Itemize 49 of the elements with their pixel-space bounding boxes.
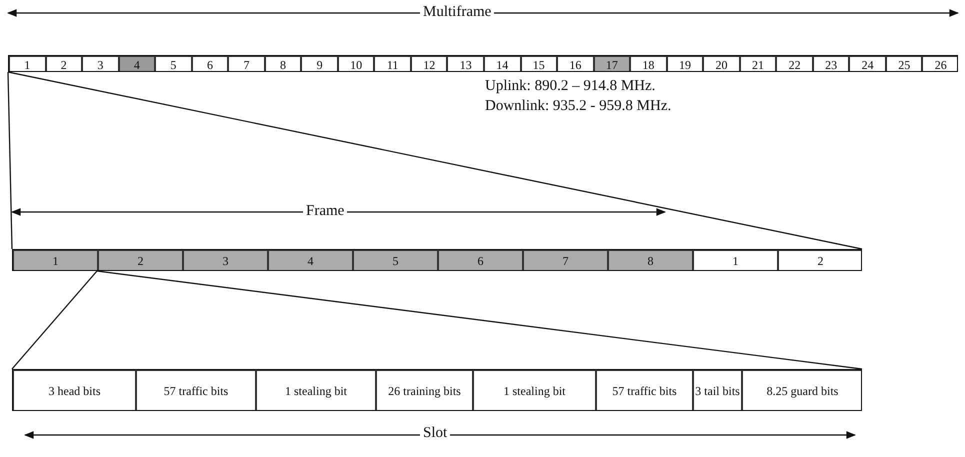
field-cell: 19 — [666, 56, 704, 71]
field-cell: 26 training bits — [376, 370, 473, 410]
field-cell: 1 — [13, 250, 98, 270]
field-cell: 6 — [192, 56, 228, 71]
field-cell: 3 — [183, 250, 268, 270]
field-cell: 12 — [410, 56, 448, 71]
field-cell: 2 — [46, 56, 82, 71]
field-cell: 57 traffic bits — [136, 370, 256, 410]
field-cell: 7 — [228, 56, 265, 71]
field-cell: 17 — [594, 56, 630, 71]
field-cell: 1 stealing bit — [473, 370, 596, 410]
field-cell: 13 — [447, 56, 484, 71]
field-cell: 5 — [353, 250, 438, 270]
field-cell: 8.25 guard bits — [742, 370, 861, 410]
frame-bar — [12, 249, 862, 271]
field-cell: 1 stealing bit — [256, 370, 376, 410]
field-cell: 20 — [703, 56, 740, 71]
field-cell: 4 — [268, 250, 353, 270]
field-cell: 7 — [523, 250, 608, 270]
field-cell: 57 traffic bits — [596, 370, 693, 410]
field-cell: 11 — [374, 56, 411, 71]
frame-bar — [8, 55, 958, 72]
field-cell: 26 — [922, 56, 957, 71]
field-cell: 2 — [98, 250, 183, 270]
field-cell: 6 — [438, 250, 523, 270]
expansion-line — [12, 270, 98, 370]
field-cell: 3 tail bits — [693, 370, 742, 410]
field-cell: 22 — [776, 56, 813, 71]
field-cell: 2 — [778, 250, 861, 270]
field-cell: 1 — [693, 250, 778, 270]
frame-bar — [12, 369, 862, 411]
field-cell: 15 — [520, 56, 558, 71]
expansion-line — [7, 72, 13, 250]
field-cell: 3 head bits — [13, 370, 136, 410]
field-cell: 5 — [155, 56, 192, 71]
field-cell: 10 — [338, 56, 374, 71]
field-cell: 18 — [630, 56, 667, 71]
field-cell: 3 — [82, 56, 119, 71]
field-cell: 25 — [886, 56, 922, 71]
field-cell: 9 — [301, 56, 338, 71]
field-cell: 1 — [9, 56, 46, 71]
field-cell: 24 — [849, 56, 886, 71]
field-cell: 21 — [740, 56, 776, 71]
field-cell: 16 — [557, 56, 594, 71]
field-cell: 8 — [608, 250, 693, 270]
field-cell: 23 — [812, 56, 850, 71]
field-cell: 4 — [118, 56, 156, 71]
field-cell: 14 — [484, 56, 521, 71]
field-cell: 8 — [264, 56, 302, 71]
